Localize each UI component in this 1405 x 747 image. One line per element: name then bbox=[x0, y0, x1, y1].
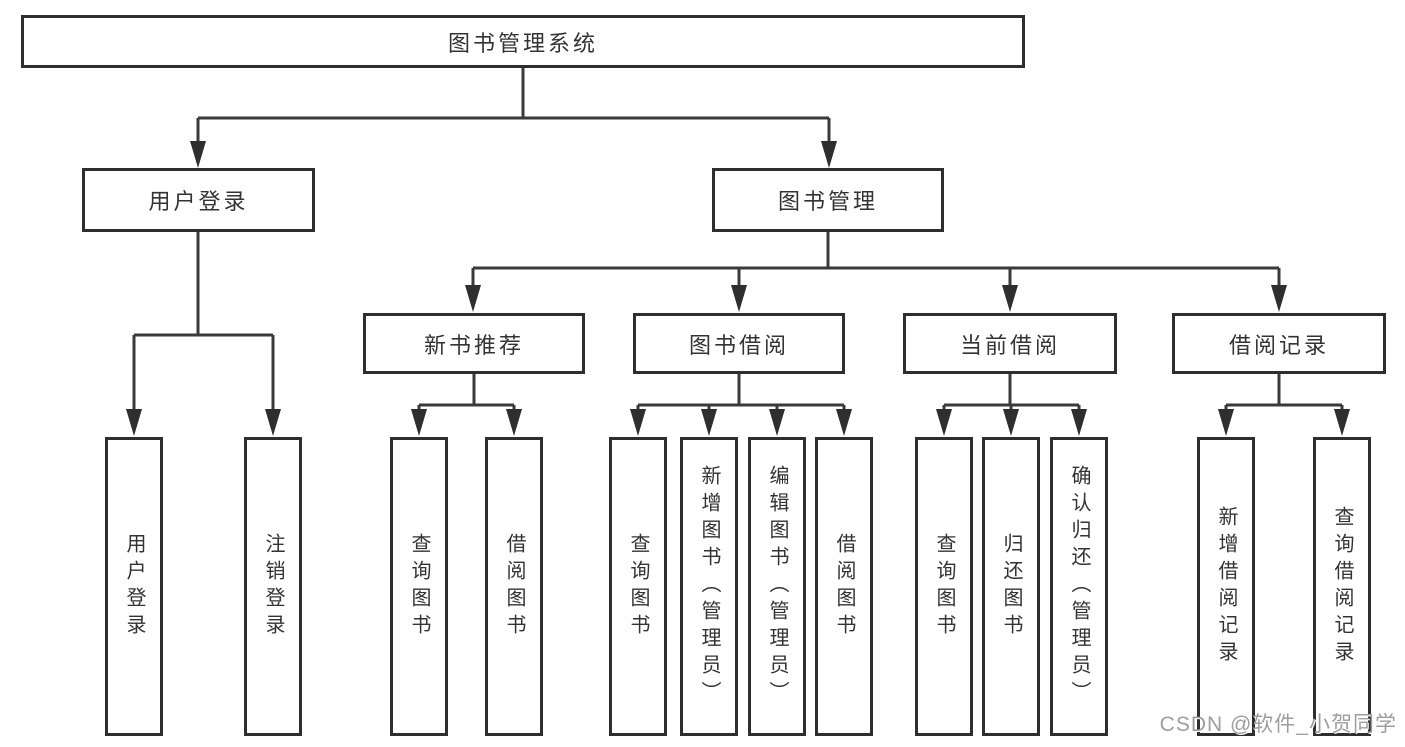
leaf-label: 查询借阅记录 bbox=[1331, 505, 1353, 668]
node-leaf-query-books-2: 查询图书 bbox=[609, 437, 667, 736]
node-leaf-edit-books-admin: 编辑图书（管理员） bbox=[748, 437, 806, 736]
node-leaf-borrow-books-1: 借阅图书 bbox=[485, 437, 543, 736]
leaf-label: 确认归还（管理员） bbox=[1068, 465, 1090, 708]
node-borrow-records: 借阅记录 bbox=[1172, 313, 1386, 374]
arrow-icon bbox=[936, 409, 952, 436]
leaf-label: 查询图书 bbox=[408, 532, 430, 641]
leaf-label: 借阅图书 bbox=[833, 532, 855, 641]
arrow-icon bbox=[1003, 409, 1019, 436]
arrow-icon bbox=[1002, 285, 1018, 312]
node-leaf-add-books-admin: 新增图书（管理员） bbox=[680, 437, 738, 736]
connector-user-login bbox=[132, 232, 275, 416]
node-leaf-return-books: 归还图书 bbox=[982, 437, 1040, 736]
arrow-icon bbox=[465, 285, 481, 312]
node-leaf-add-borrow-record: 新增借阅记录 bbox=[1197, 437, 1255, 736]
arrow-icon bbox=[731, 285, 747, 312]
node-leaf-logout: 注销登录 bbox=[244, 437, 302, 736]
arrow-icon bbox=[190, 141, 206, 168]
arrow-icon bbox=[630, 409, 646, 436]
leaf-label: 新增借阅记录 bbox=[1215, 505, 1237, 668]
connector-borrowing bbox=[636, 374, 846, 416]
node-leaf-borrow-books-2: 借阅图书 bbox=[815, 437, 873, 736]
arrow-icon bbox=[821, 141, 837, 168]
arrow-icon bbox=[1271, 285, 1287, 312]
connector-book-mgmt bbox=[471, 232, 1281, 292]
arrow-icon bbox=[1071, 409, 1087, 436]
leaf-label: 新增图书（管理员） bbox=[698, 465, 720, 708]
arrow-icon bbox=[1334, 409, 1350, 436]
node-current-borrow-label: 当前借阅 bbox=[959, 332, 1060, 358]
arrowheads bbox=[126, 141, 1350, 436]
leaf-label: 借阅图书 bbox=[503, 532, 525, 641]
arrow-icon bbox=[265, 409, 281, 436]
node-borrow-records-label: 借阅记录 bbox=[1228, 332, 1329, 358]
node-current-borrow: 当前借阅 bbox=[903, 313, 1117, 374]
node-new-books-label: 新书推荐 bbox=[423, 332, 524, 358]
leaf-label: 归还图书 bbox=[1000, 532, 1022, 641]
leaf-label: 用户登录 bbox=[123, 532, 145, 641]
leaf-label: 编辑图书（管理员） bbox=[766, 465, 788, 708]
node-leaf-confirm-return-admin: 确认归还（管理员） bbox=[1050, 437, 1108, 736]
arrow-icon bbox=[506, 409, 522, 436]
node-leaf-query-borrow-record: 查询借阅记录 bbox=[1313, 437, 1371, 736]
node-new-books: 新书推荐 bbox=[363, 313, 585, 374]
node-root-label: 图书管理系统 bbox=[447, 30, 598, 56]
node-user-login-label: 用户登录 bbox=[148, 189, 249, 214]
arrow-icon bbox=[836, 409, 852, 436]
leaf-label: 查询图书 bbox=[627, 532, 649, 641]
node-leaf-user-login: 用户登录 bbox=[105, 437, 163, 736]
node-book-borrow: 图书借阅 bbox=[633, 313, 845, 374]
arrow-icon bbox=[411, 409, 427, 436]
node-book-mgmt-label: 图书管理 bbox=[777, 189, 878, 214]
arrow-icon bbox=[126, 409, 142, 436]
node-leaf-query-books-3: 查询图书 bbox=[915, 437, 973, 736]
node-root: 图书管理系统 bbox=[21, 15, 1025, 68]
connector-new-books bbox=[417, 374, 516, 416]
watermark: CSDN @软件_小贺同学 bbox=[1159, 713, 1397, 736]
connector-root bbox=[196, 68, 831, 150]
node-user-login: 用户登录 bbox=[82, 168, 315, 232]
leaf-label: 查询图书 bbox=[933, 532, 955, 641]
node-leaf-query-books-1: 查询图书 bbox=[390, 437, 448, 736]
node-book-borrow-label: 图书借阅 bbox=[688, 332, 789, 358]
connector-records bbox=[1224, 374, 1344, 416]
node-book-mgmt: 图书管理 bbox=[712, 168, 944, 232]
arrow-icon bbox=[701, 409, 717, 436]
arrow-icon bbox=[1218, 409, 1234, 436]
arrow-icon bbox=[769, 409, 785, 436]
leaf-label: 注销登录 bbox=[262, 532, 284, 641]
